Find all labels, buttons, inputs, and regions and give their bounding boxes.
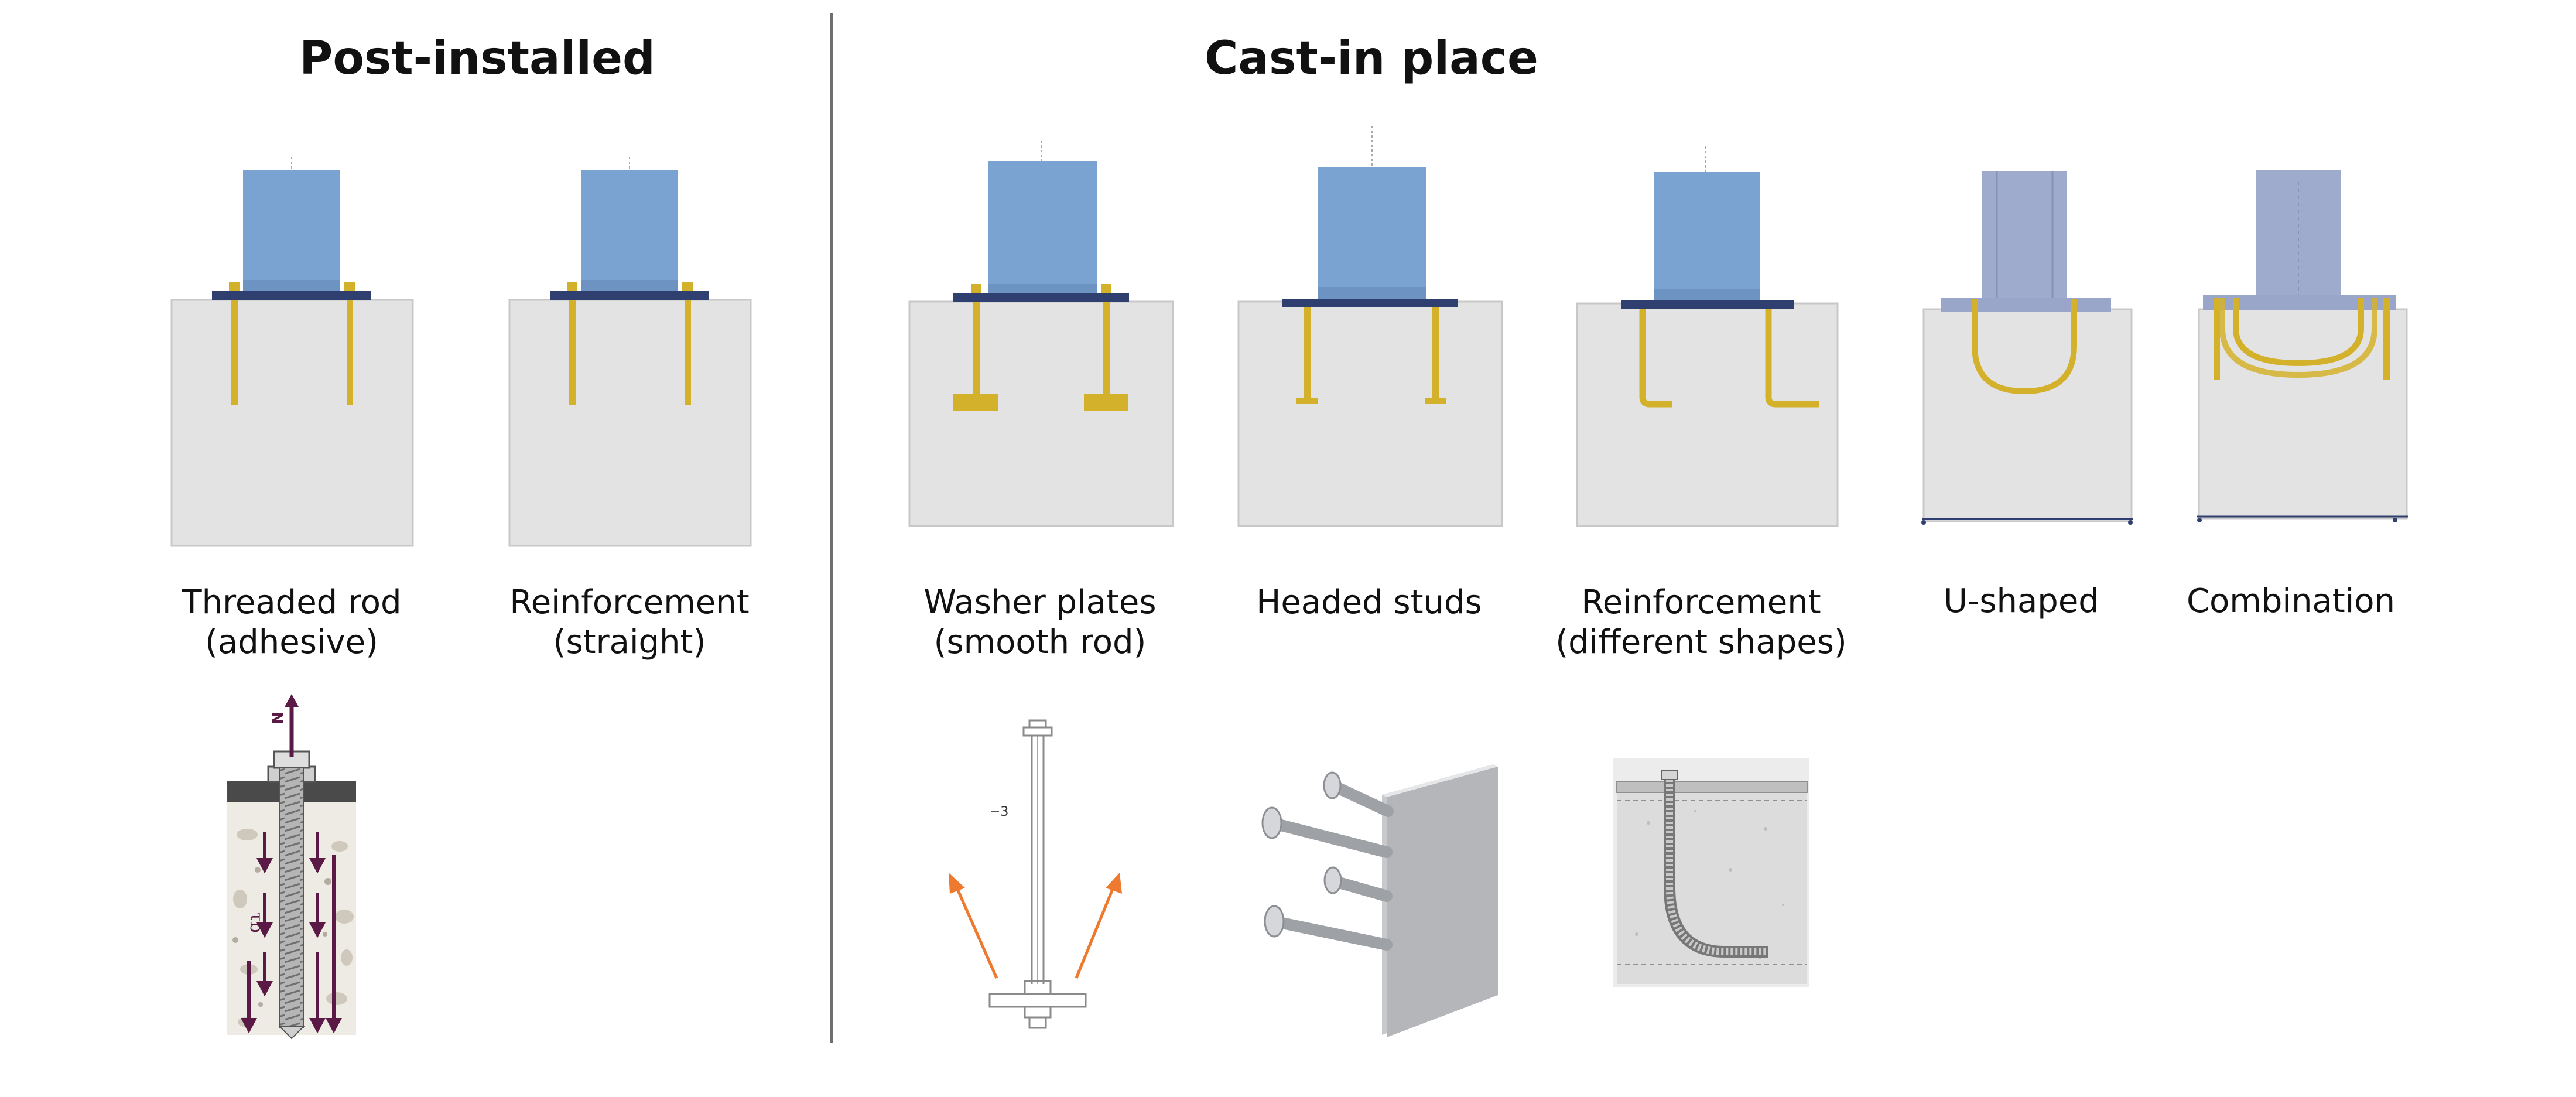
type-label-combination: Combination	[2127, 582, 2455, 621]
type-label-line1: U-shaped	[1944, 582, 2099, 620]
bent-reinforcement-section	[1613, 758, 1809, 989]
reinforcement-shapes-diagram	[1569, 117, 1839, 533]
type-label-line1: Reinforcement	[509, 583, 750, 621]
type-label-line2: (smooth rod)	[933, 623, 1147, 661]
headed-studs-render	[1236, 758, 1505, 1042]
washer-plate-rod-drawing: −3	[943, 715, 1130, 1045]
type-label-line1: Combination	[2186, 582, 2396, 620]
washer-dim-label: −3	[990, 805, 1008, 819]
force-n-label: N	[268, 712, 285, 725]
headed-studs-diagram	[1236, 117, 1505, 533]
type-label-line1: Threaded rod	[182, 583, 402, 621]
type-label-u-shaped: U-shaped	[1857, 582, 2185, 621]
type-label-line1: Washer plates	[923, 583, 1157, 621]
type-label-line2: (adhesive)	[205, 623, 378, 661]
bond-stress-label: τb	[246, 912, 266, 933]
type-label-line2: (different shapes)	[1555, 623, 1847, 661]
combination-diagram	[2178, 158, 2413, 533]
threaded-rod-diagram	[164, 146, 427, 551]
section-divider	[830, 13, 833, 1043]
type-label-reinforcement-straight: Reinforcement (straight)	[466, 583, 793, 662]
washer-plates-diagram	[902, 123, 1177, 533]
cast-in-place-heading: Cast-in place	[1205, 32, 1538, 85]
reinforcement-straight-diagram	[502, 146, 765, 551]
type-label-line1: Headed studs	[1256, 583, 1482, 621]
u-shaped-diagram	[1903, 158, 2137, 533]
type-label-reinforcement-shapes: Reinforcement (different shapes)	[1537, 583, 1865, 662]
post-installed-heading: Post-installed	[299, 32, 655, 85]
type-label-line2: (straight)	[553, 623, 706, 661]
type-label-headed-studs: Headed studs	[1205, 583, 1533, 623]
type-label-washer-plates: Washer plates (smooth rod)	[876, 583, 1204, 662]
type-label-line1: Reinforcement	[1581, 583, 1821, 621]
type-label-threaded-rod: Threaded rod (adhesive)	[128, 583, 456, 662]
adhesive-anchor-section-image: N τb	[193, 694, 386, 1042]
